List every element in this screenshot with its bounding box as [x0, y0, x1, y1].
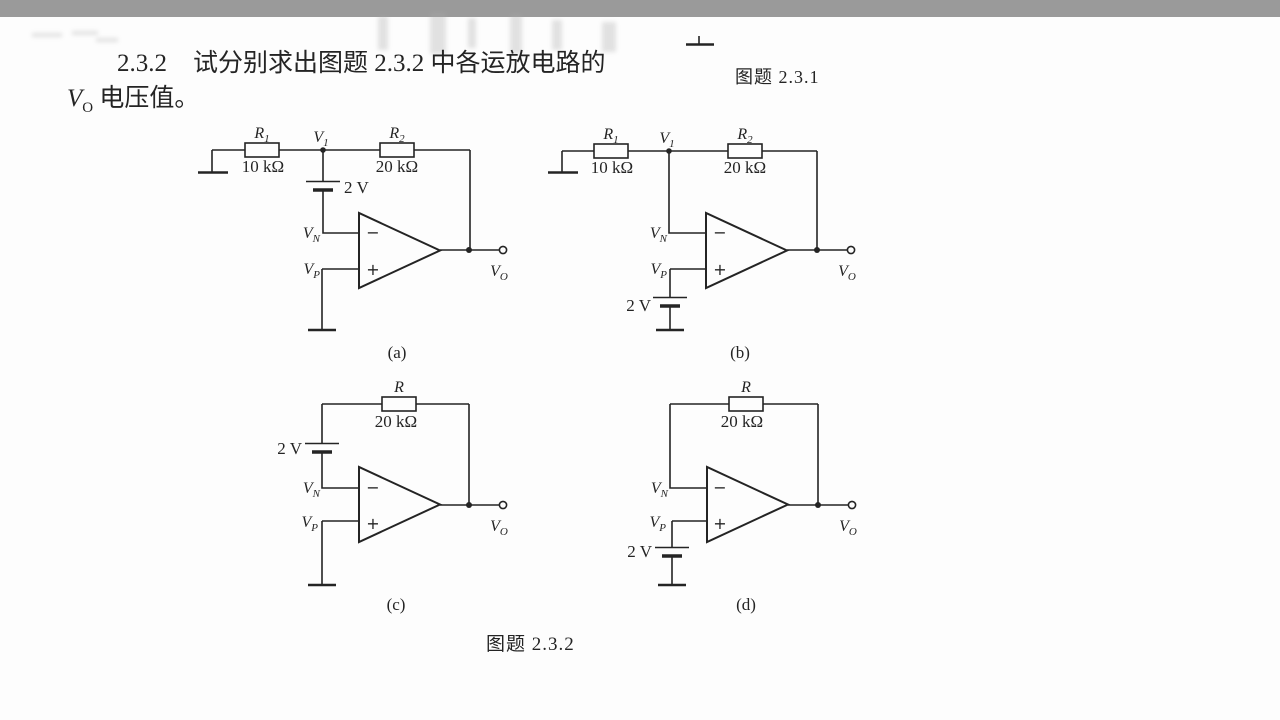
wire: [322, 191, 359, 234]
vo-label: VO: [839, 518, 857, 538]
subfigure-label-a: (a): [388, 343, 407, 362]
vp-label: VP: [303, 261, 320, 281]
scan-smudge: [72, 31, 98, 35]
scan-smudge: [602, 22, 616, 52]
wire: [669, 404, 707, 489]
output-node-dot: [815, 502, 821, 508]
output-node-dot: [466, 247, 472, 253]
vn-label: VN: [303, 225, 321, 245]
inverting-input-sign: −: [366, 478, 379, 497]
resistor-r2: [379, 142, 415, 158]
r1-value: 10 kΩ: [591, 158, 633, 177]
vo-label: VO: [490, 518, 508, 538]
vn-label: VN: [650, 225, 668, 245]
node-dot: [320, 147, 326, 153]
figure-231-caption: 图题 2.3.1: [735, 67, 820, 87]
problem-number: 2.3.2: [117, 50, 167, 77]
vp-label: VP: [650, 261, 667, 281]
r1-value: 10 kΩ: [242, 157, 284, 176]
node-dot: [666, 148, 672, 154]
resistor-r: [728, 396, 764, 412]
vo-variable: VO: [67, 85, 94, 116]
inverting-input-sign: −: [366, 223, 379, 242]
battery-value: 2 V: [627, 542, 652, 561]
circuit-b-diagram: R1 10 kΩ V1 R2 20 kΩ VN − + VP 2 V VO (b…: [548, 126, 856, 362]
scan-smudge: [32, 33, 62, 37]
wire: [668, 151, 706, 234]
scan-smudge: [510, 14, 522, 54]
scan-smudge: [552, 20, 562, 50]
wire: [321, 453, 359, 489]
vo-label: VO: [838, 263, 856, 283]
subfigure-label-d: (d): [736, 595, 756, 614]
problem-text-end: 电压值。: [99, 85, 200, 112]
circuit-c-diagram: R 20 kΩ 2 V VN − + VP VO (c): [277, 379, 508, 614]
output-terminal: [498, 500, 508, 510]
v1-label: V1: [313, 129, 328, 149]
scan-smudge: [378, 16, 388, 50]
problem-statement-line2: VO 电压值。: [67, 78, 199, 117]
subfigure-label-b: (b): [730, 343, 750, 362]
problem-text: 试分别求出图题 2.3.2 中各运放电路的: [193, 50, 606, 77]
r2-value: 20 kΩ: [724, 158, 766, 177]
noninverting-input-sign: +: [713, 260, 726, 279]
battery-value: 2 V: [344, 178, 369, 197]
inverting-input-sign: −: [713, 478, 726, 497]
scan-smudge: [430, 12, 446, 54]
v1-label: V1: [659, 130, 674, 150]
r-label: R: [740, 379, 751, 396]
r-value: 20 kΩ: [721, 412, 763, 431]
problem-statement-line1: 2.3.2 试分别求出图题 2.3.2 中各运放电路的: [117, 43, 606, 79]
opamp-triangle: [358, 211, 443, 290]
r2-label: R2: [736, 126, 753, 146]
vo-label: VO: [490, 263, 508, 283]
figure-231-ground-remnant: [686, 36, 714, 46]
battery-value: 2 V: [277, 439, 302, 458]
vn-label: VN: [303, 480, 321, 500]
circuit-a-wires: [198, 149, 503, 332]
resistor-r: [381, 396, 417, 412]
output-terminal: [847, 500, 857, 510]
r-label: R: [393, 379, 404, 396]
opamp-triangle: [706, 465, 791, 544]
subfigure-label-c: (c): [387, 595, 406, 614]
circuit-b-wires: [548, 150, 851, 332]
r1-label: R1: [602, 126, 618, 146]
resistor-r1: [593, 143, 629, 159]
vp-label: VP: [301, 514, 318, 534]
inverting-input-sign: −: [713, 223, 726, 242]
output-terminal: [846, 245, 856, 255]
circuit-a-diagram: R1 10 kΩ V1 R2 20 kΩ 2 V VN − + VP VO (a…: [198, 125, 508, 362]
output-terminal: [498, 245, 508, 255]
video-top-bar: [0, 0, 1280, 17]
r-value: 20 kΩ: [375, 412, 417, 431]
vn-label: VN: [651, 480, 669, 500]
noninverting-input-sign: +: [713, 514, 726, 533]
figure-232-caption: 图题 2.3.2: [486, 634, 575, 655]
vp-label: VP: [649, 514, 666, 534]
noninverting-input-sign: +: [366, 514, 379, 533]
resistor-r1: [244, 142, 280, 158]
r2-label: R2: [388, 125, 405, 145]
resistor-r2: [727, 143, 763, 159]
r2-value: 20 kΩ: [376, 157, 418, 176]
opamp-triangle: [358, 465, 443, 544]
output-node-dot: [466, 502, 472, 508]
noninverting-input-sign: +: [366, 260, 379, 279]
scan-smudge: [468, 18, 476, 48]
output-node-dot: [814, 247, 820, 253]
battery-value: 2 V: [626, 296, 651, 315]
scan-smudge: [96, 38, 118, 42]
r1-label: R1: [253, 125, 269, 145]
circuit-d-diagram: R 20 kΩ VN − + VP 2 V VO (d): [627, 379, 857, 614]
opamp-triangle: [705, 211, 790, 290]
